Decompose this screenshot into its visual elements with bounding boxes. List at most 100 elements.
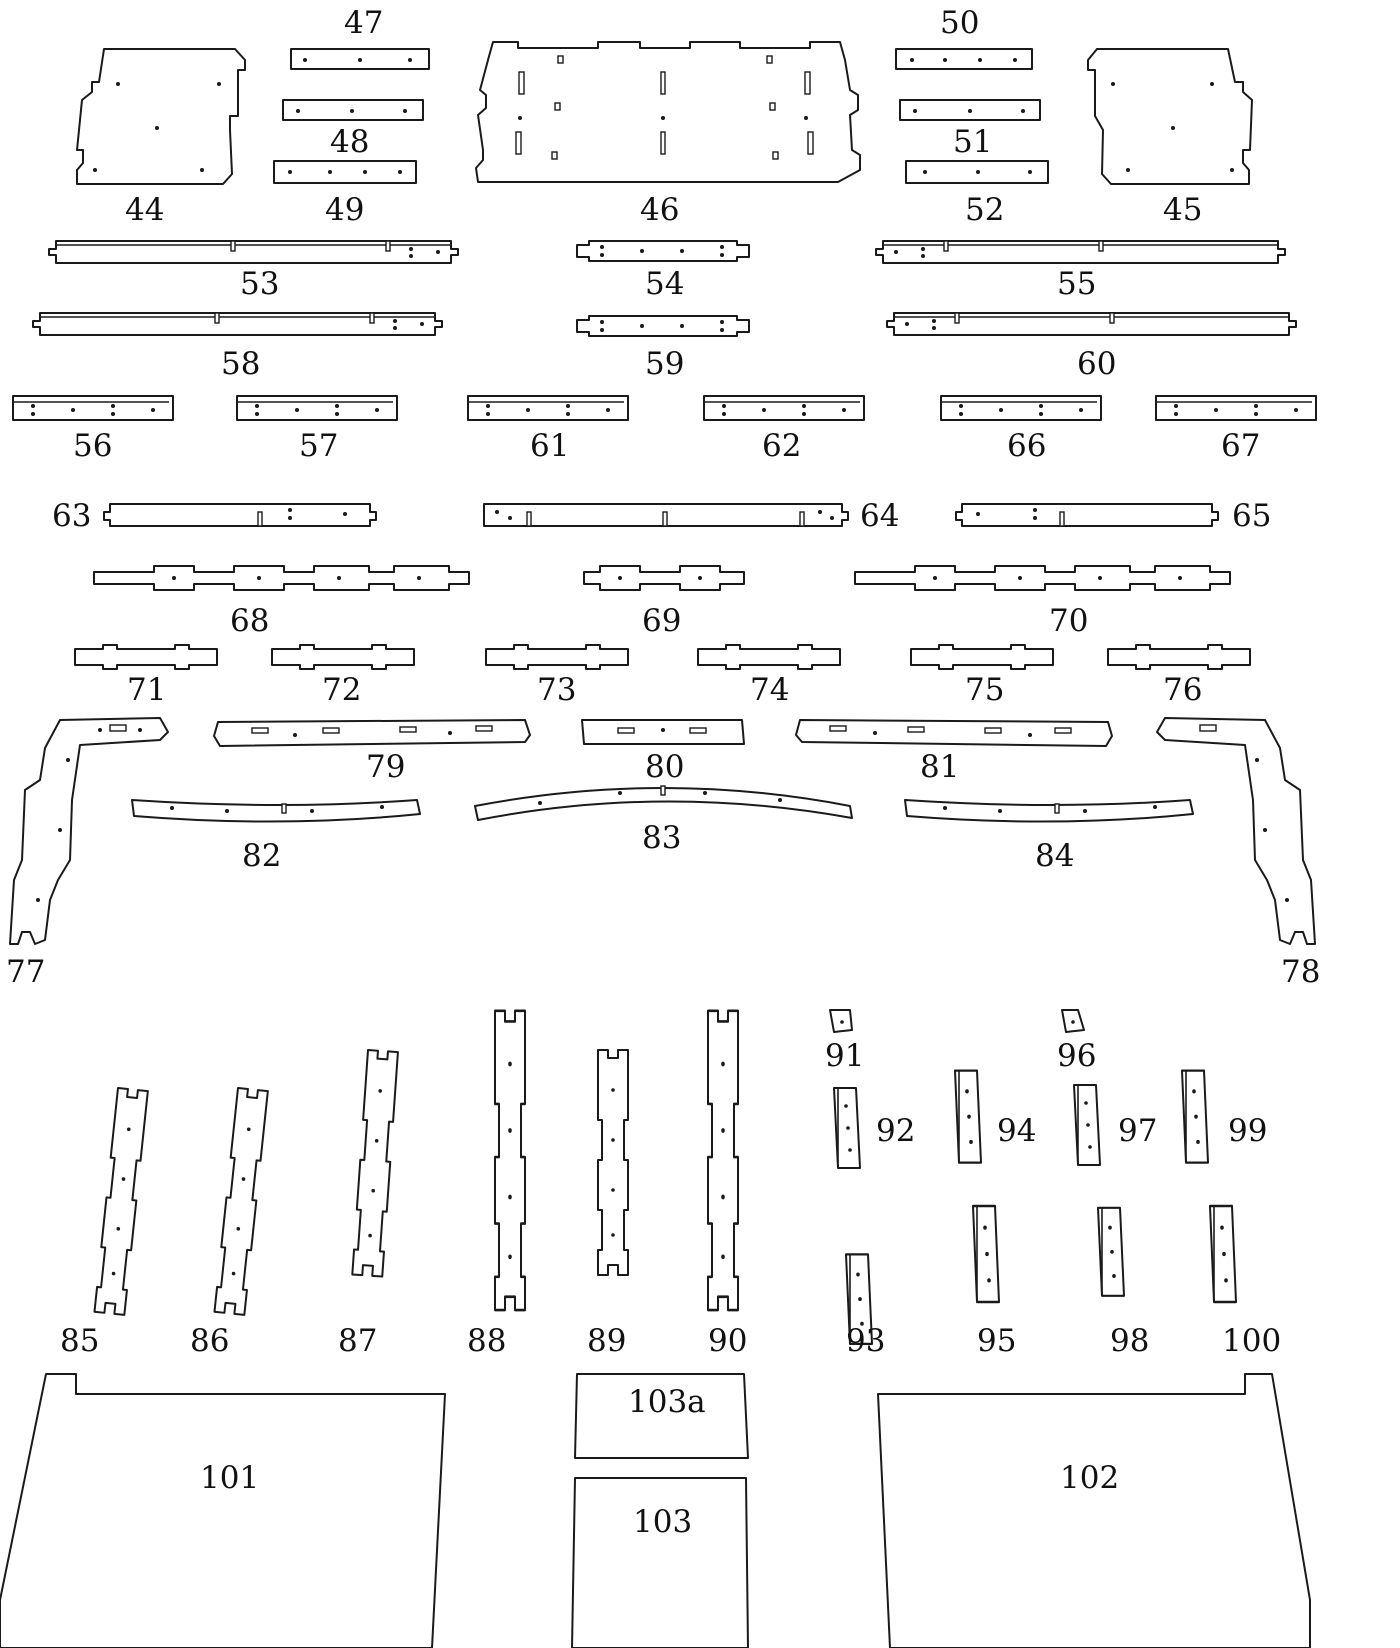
label-95: 95 [977,1323,1016,1359]
stick-97 [1073,1084,1101,1166]
label-49: 49 [325,192,364,228]
plate-44 [76,48,246,185]
label-89: 89 [587,1323,626,1359]
beam-80 [581,719,745,745]
label-83: 83 [642,820,681,856]
label-53: 53 [240,266,279,302]
side-frame-78 [1156,717,1316,945]
label-63: 63 [52,498,91,534]
label-84: 84 [1035,838,1074,874]
plate-45 [1087,48,1253,185]
bar-49 [273,160,417,184]
curve-rail-84 [904,799,1194,823]
label-68: 68 [230,603,269,639]
label-79: 79 [366,749,405,785]
bar-61 [467,395,629,421]
label-70: 70 [1049,603,1088,639]
label-81: 81 [920,749,959,785]
beam-70 [854,565,1231,591]
rail-55 [875,240,1286,264]
bar-67 [1155,395,1317,421]
label-67: 67 [1221,428,1260,464]
label-45: 45 [1163,192,1202,228]
side-frame-77 [9,717,169,945]
label-93: 93 [846,1323,885,1359]
label-102: 102 [1060,1460,1119,1496]
post-88 [493,1009,527,1312]
beam-69 [583,565,745,591]
label-94: 94 [997,1113,1036,1149]
block-96 [1061,1009,1085,1033]
label-103a: 103a [628,1384,706,1420]
label-76: 76 [1163,672,1202,708]
label-75: 75 [965,672,1004,708]
label-82: 82 [242,838,281,874]
curve-rail-83 [474,785,853,821]
label-61: 61 [530,428,569,464]
panel-102 [877,1373,1311,1648]
label-98: 98 [1110,1323,1149,1359]
label-56: 56 [73,428,112,464]
label-96: 96 [1057,1038,1096,1074]
spacer-75 [910,644,1054,670]
post-86 [213,1087,269,1316]
rail-58 [32,312,443,336]
label-71: 71 [127,672,166,708]
panel-101 [0,1373,446,1648]
label-90: 90 [708,1323,747,1359]
rail-53 [48,240,459,264]
label-65: 65 [1232,498,1271,534]
label-72: 72 [322,672,361,708]
label-66: 66 [1007,428,1046,464]
label-54: 54 [645,266,684,302]
label-97: 97 [1118,1113,1157,1149]
label-52: 52 [965,192,1004,228]
stick-95 [971,1204,1001,1304]
bar-56 [12,395,174,421]
label-73: 73 [537,672,576,708]
spacer-74 [697,644,841,670]
panel-103 [571,1477,749,1648]
label-101: 101 [200,1460,259,1496]
stick-98 [1096,1206,1126,1297]
label-60: 60 [1077,346,1116,382]
label-59: 59 [645,346,684,382]
label-88: 88 [467,1323,506,1359]
label-92: 92 [876,1113,915,1149]
post-89 [597,1049,629,1276]
beam-68 [93,565,470,591]
bar-57 [236,395,398,421]
bar-51 [899,99,1041,121]
label-74: 74 [750,672,789,708]
label-47: 47 [344,5,383,41]
stick-100 [1208,1204,1238,1304]
bar-48 [282,99,424,121]
label-86: 86 [190,1323,229,1359]
connector-59 [576,315,750,337]
label-64: 64 [860,498,899,534]
label-100: 100 [1222,1323,1281,1359]
stick-99 [1180,1069,1210,1164]
spacer-76 [1107,644,1251,670]
curve-rail-82 [131,799,421,823]
spacer-72 [271,644,415,670]
post-85 [93,1087,149,1316]
spacer-73 [485,644,629,670]
post-90 [706,1009,740,1312]
label-62: 62 [762,428,801,464]
rail-64 [483,503,849,527]
label-50: 50 [940,5,979,41]
label-77: 77 [6,954,45,990]
label-91: 91 [825,1038,864,1074]
post-87 [351,1049,399,1278]
label-44: 44 [125,192,164,228]
label-85: 85 [60,1323,99,1359]
stick-92 [833,1087,861,1169]
label-87: 87 [338,1323,377,1359]
connector-54 [576,240,750,262]
bar-50 [895,48,1033,70]
bar-62 [703,395,865,421]
spacer-71 [74,644,218,670]
stick-94 [953,1069,983,1164]
